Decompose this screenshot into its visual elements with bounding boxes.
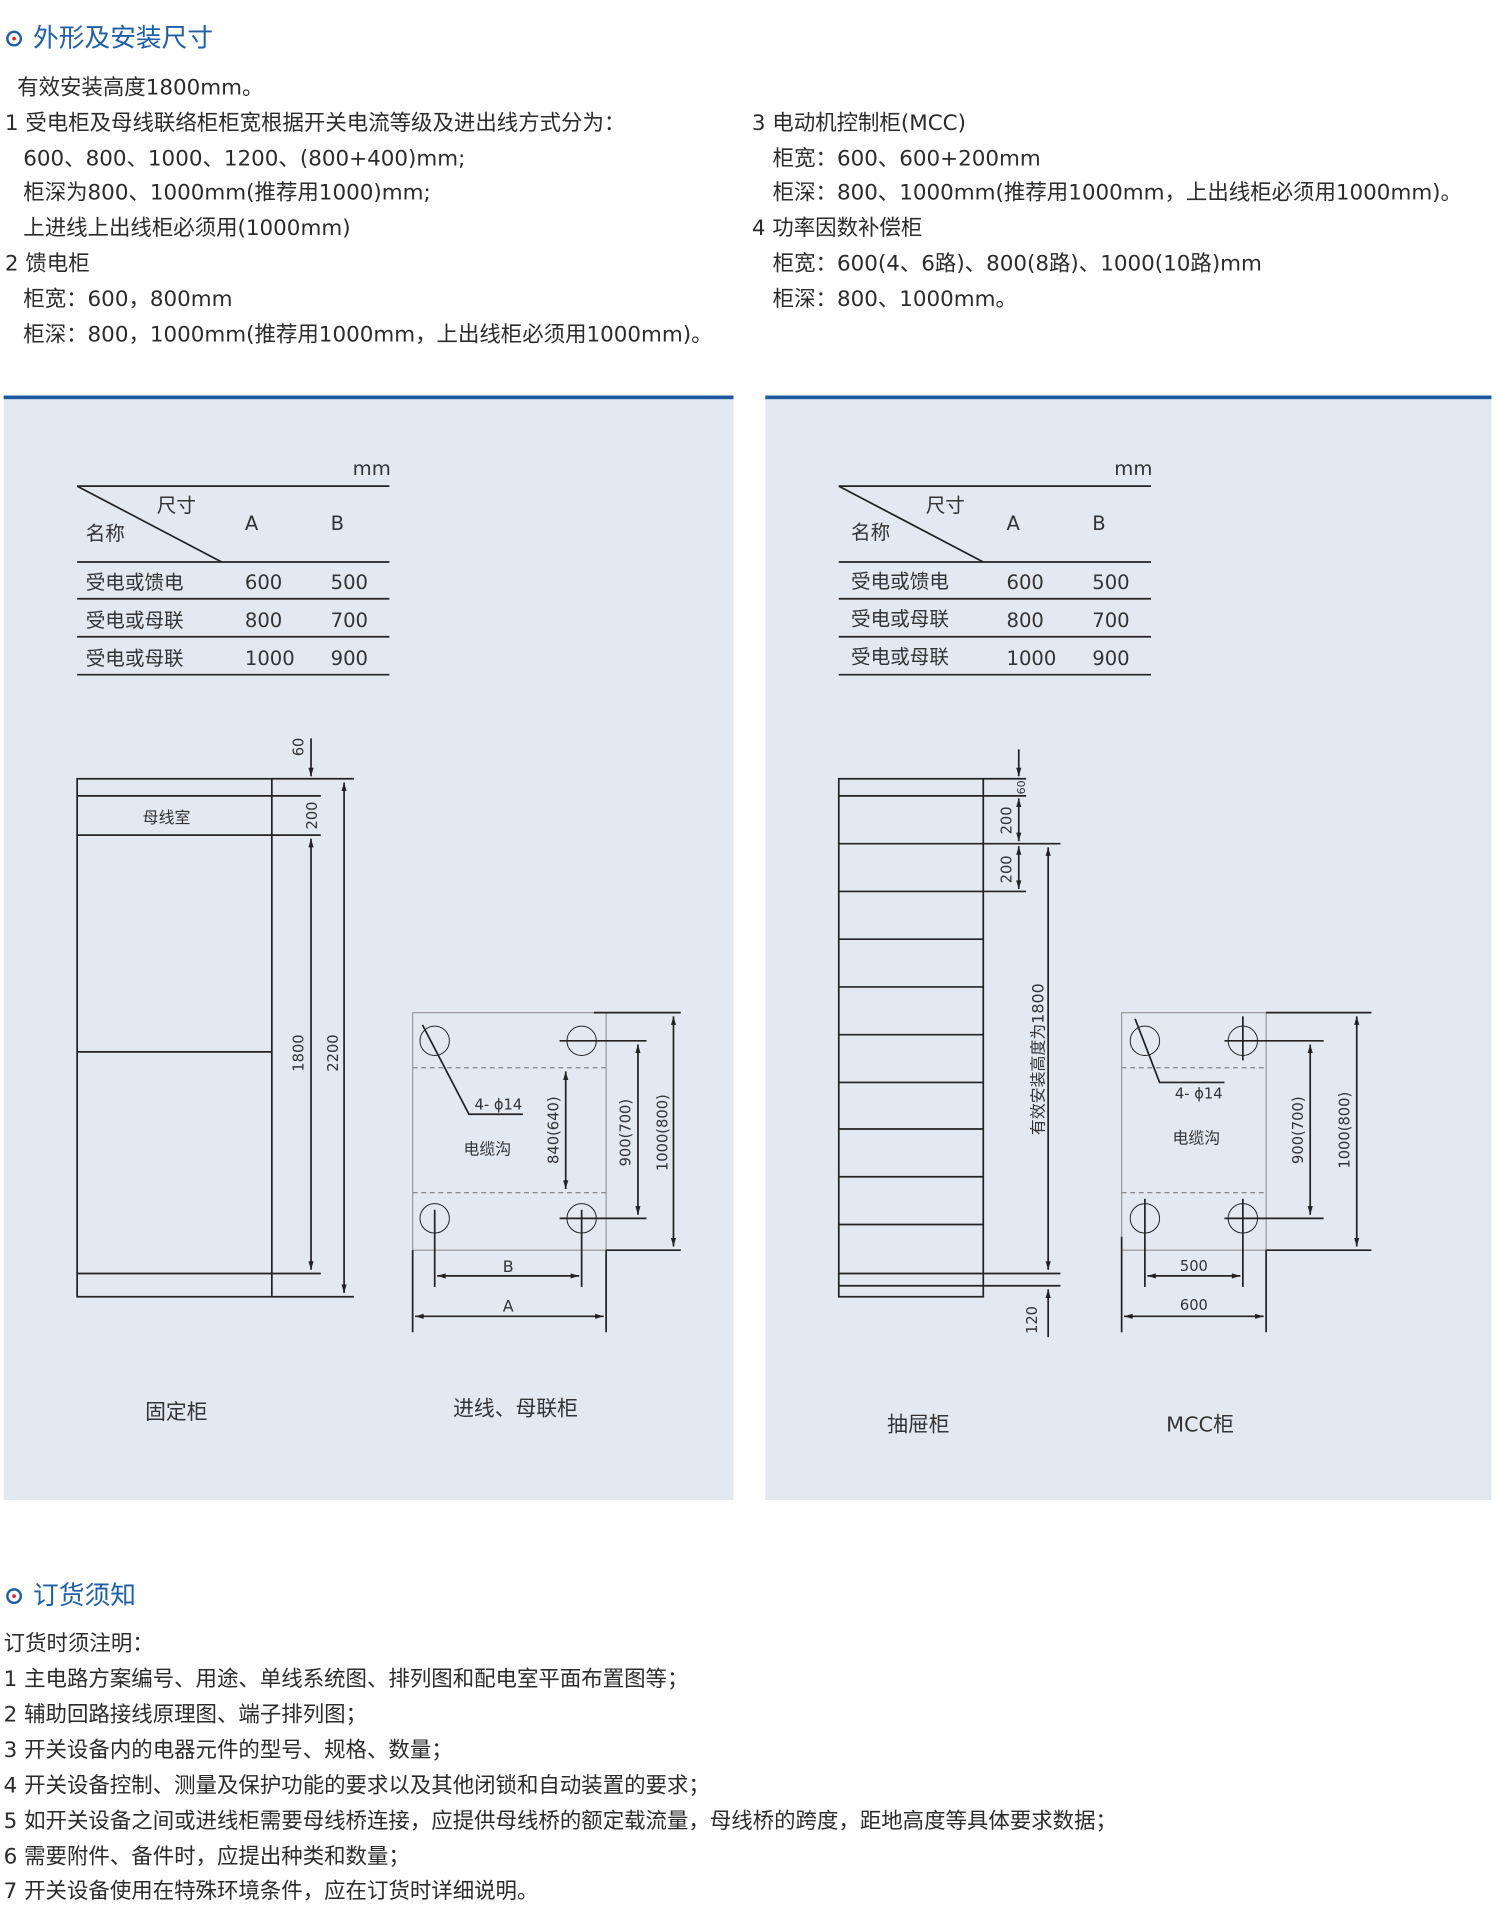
list-item: 3 开关设备内的电器元件的型号、规格、数量； xyxy=(3,1738,453,1764)
dim-2200: 2200 xyxy=(325,1034,342,1071)
dim-200: 200 xyxy=(998,855,1015,883)
table-col-a: A xyxy=(1007,512,1021,535)
dim-900: 900(700) xyxy=(1290,1096,1307,1164)
text-line: 有效安装高度1800mm。 xyxy=(17,75,264,101)
table-cell: 受电或馈电 xyxy=(86,571,184,594)
dim-600: 600 xyxy=(1180,1297,1208,1314)
table-col-a: A xyxy=(245,512,259,535)
table-col-b: B xyxy=(331,512,344,535)
dim-900: 900(700) xyxy=(618,1099,635,1167)
table-cell: 700 xyxy=(1092,609,1129,632)
list-item: 2 辅助回路接线原理图、端子排列图； xyxy=(3,1703,367,1728)
table-cell: 受电或馈电 xyxy=(851,570,949,593)
table-corner-top: 尺寸 xyxy=(926,494,965,517)
text-line: 柜宽：600，800mm xyxy=(23,287,233,313)
table-cell: 900 xyxy=(1092,647,1129,670)
dim-1800-effective: 有效安装高度为1800 xyxy=(1028,983,1047,1135)
text-line: 2 馈电柜 xyxy=(4,252,90,277)
table-cell: 800 xyxy=(1007,609,1044,632)
table-unit: mm xyxy=(353,457,391,480)
dim-60: 60 xyxy=(291,738,308,757)
table-cell: 受电或母联 xyxy=(86,647,184,670)
dim-120: 120 xyxy=(1024,1306,1041,1334)
dim-a: A xyxy=(503,1296,514,1315)
table-cell: 700 xyxy=(331,609,368,632)
dim-500: 500 xyxy=(1180,1258,1208,1275)
caption-fixed: 固定柜 xyxy=(145,1400,207,1424)
section-title-ordering: 订货须知 xyxy=(33,1580,136,1611)
table-cell: 600 xyxy=(1007,571,1044,594)
section-bullet-icon xyxy=(6,30,23,47)
caption-mcc: MCC柜 xyxy=(1166,1412,1234,1436)
table-cell: 600 xyxy=(245,571,282,594)
caption-incoming: 进线、母联柜 xyxy=(453,1397,578,1421)
holes-label: 4- ϕ14 xyxy=(475,1096,523,1113)
diagram-panel-left xyxy=(3,395,734,1501)
text-line: 柜深：800、1000mm(推荐用1000mm，上出线柜必须用1000mm)。 xyxy=(772,181,1462,206)
busbar-room-label: 母线室 xyxy=(143,808,191,827)
table-cell: 受电或母联 xyxy=(851,608,949,631)
text-line: 600、800、1000、1200、(800+400)mm; xyxy=(23,146,466,172)
table-corner-bottom: 名称 xyxy=(86,522,125,545)
table-cell: 受电或母联 xyxy=(86,609,184,632)
dim-840: 840(640) xyxy=(545,1096,562,1164)
text-line: 柜深为800、1000mm(推荐用1000)mm; xyxy=(23,181,431,206)
table-corner-top: 尺寸 xyxy=(157,494,196,517)
trench-label: 电缆沟 xyxy=(463,1140,511,1159)
text-line: 3 电动机控制柜(MCC) xyxy=(751,111,966,136)
table-cell: 1000 xyxy=(1007,647,1057,670)
section-bullet-icon xyxy=(6,1588,23,1605)
list-item: 4 开关设备控制、测量及保护功能的要求以及其他闭锁和自动装置的要求； xyxy=(3,1774,710,1799)
trench-label: 电缆沟 xyxy=(1172,1129,1220,1148)
caption-drawer: 抽屉柜 xyxy=(887,1412,949,1436)
text-line: 柜深：800、1000mm。 xyxy=(772,287,1017,313)
table-col-b: B xyxy=(1092,512,1105,535)
dim-1800: 1800 xyxy=(291,1034,308,1071)
text-line: 1 受电柜及母线联络柜柜宽根据开关电流等级及进出线方式分为： xyxy=(4,111,626,136)
list-item: 7 开关设备使用在特殊环境条件，应在订货时详细说明。 xyxy=(3,1879,539,1905)
table-cell: 受电或母联 xyxy=(851,646,949,669)
text-line: 订货时须注明： xyxy=(3,1632,154,1657)
list-item: 1 主电路方案编号、用途、单线系统图、排列图和配电室平面布置图等； xyxy=(3,1667,689,1693)
dim-1000: 1000(800) xyxy=(654,1094,671,1171)
dim-200: 200 xyxy=(304,801,321,829)
text-line: 柜宽：600(4、6路)、800(8路)、1000(10路)mm xyxy=(772,252,1262,277)
holes-label: 4- ϕ14 xyxy=(1175,1085,1223,1102)
text-line: 上进线上出线柜必须用(1000mm) xyxy=(23,216,351,242)
dim-1000: 1000(800) xyxy=(1336,1092,1353,1169)
table-cell: 800 xyxy=(245,609,282,632)
text-line: 柜深：800，1000mm(推荐用1000mm，上出线柜必须用1000mm)。 xyxy=(23,323,713,348)
list-item: 5 如开关设备之间或进线柜需要母线桥连接，应提供母线桥的额定载流量，母线桥的跨度… xyxy=(3,1809,1117,1835)
text-line: 柜宽：600、600+200mm xyxy=(772,146,1041,172)
table-unit: mm xyxy=(1114,457,1152,480)
table-cell: 1000 xyxy=(245,647,295,670)
table-cell: 500 xyxy=(331,571,368,594)
text-line: 4 功率因数补偿柜 xyxy=(751,216,923,242)
table-cell: 500 xyxy=(1092,571,1129,594)
list-item: 6 需要附件、备件时，应提出种类和数量； xyxy=(3,1845,410,1870)
section-title-dimensions: 外形及安装尺寸 xyxy=(33,23,214,53)
dim-60: 60 xyxy=(1015,780,1028,794)
table-corner-bottom: 名称 xyxy=(851,521,890,544)
table-cell: 900 xyxy=(331,647,368,670)
dim-b: B xyxy=(503,1257,514,1276)
dim-200: 200 xyxy=(998,806,1015,834)
